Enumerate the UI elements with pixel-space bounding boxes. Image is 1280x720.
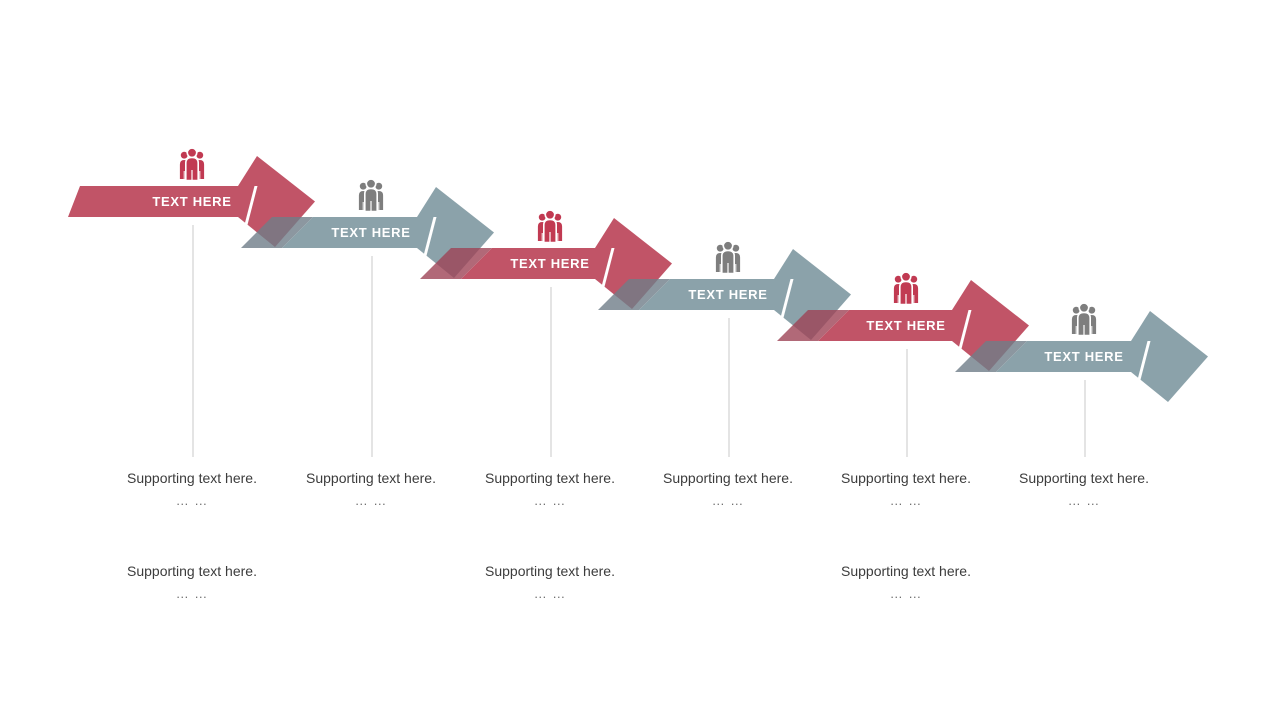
arrow-tail-overlap — [420, 248, 492, 279]
supporting-dots: … … — [533, 586, 567, 601]
arrow-head — [952, 280, 1029, 371]
arrow-head — [1131, 311, 1208, 402]
supporting-dots: … … — [711, 493, 745, 508]
people-group-icon — [537, 209, 563, 244]
arrow-seam — [417, 217, 437, 279]
supporting-text: Supporting text here. — [663, 470, 793, 486]
arrow-body — [996, 341, 1144, 372]
arrow-head — [238, 156, 315, 247]
supporting-text: Supporting text here. — [306, 470, 436, 486]
supporting-text-col-3: Supporting text here. … … — [440, 470, 660, 508]
supporting-text: Supporting text here. — [485, 563, 615, 579]
people-group-icon — [179, 147, 205, 182]
people-group-icon — [893, 271, 919, 306]
supporting-dots: … … — [175, 493, 209, 508]
supporting-text-col-2: Supporting text here. … … — [261, 470, 481, 508]
supporting-dots: … … — [175, 586, 209, 601]
arrow-body — [818, 310, 965, 341]
arrow-body — [68, 186, 251, 217]
arrow-head — [595, 218, 672, 309]
people-group-icon — [1071, 302, 1097, 337]
supporting-text-col-4: Supporting text here. … … — [618, 470, 838, 508]
supporting-text-col-6: Supporting text here. … … — [974, 470, 1194, 508]
arrow-tail-overlap — [955, 341, 1027, 372]
supporting-text: Supporting text here. — [841, 470, 971, 486]
supporting-text-col-1: Supporting text here. … … — [82, 470, 302, 508]
arrow-tail-overlap — [241, 217, 313, 248]
supporting-text: Supporting text here. — [841, 563, 971, 579]
supporting-dots: … … — [889, 586, 923, 601]
supporting-text-row2-col-5: Supporting text here. … … — [796, 563, 1016, 601]
arrow-body — [639, 279, 787, 310]
arrow-body — [461, 248, 608, 279]
supporting-dots: … … — [889, 493, 923, 508]
supporting-dots: … … — [1067, 493, 1101, 508]
arrow-seam — [952, 310, 972, 372]
people-group-icon — [358, 178, 384, 213]
supporting-text-row2-col-3: Supporting text here. … … — [440, 563, 660, 601]
arrow-seam — [1131, 341, 1151, 403]
arrow-seam — [595, 248, 615, 310]
arrow-seam — [774, 279, 794, 341]
arrow-head — [774, 249, 851, 340]
supporting-text-col-5: Supporting text here. … … — [796, 470, 1016, 508]
arrow-head — [417, 187, 494, 278]
arrow-tail-overlap — [777, 310, 849, 341]
arrow-seam — [238, 186, 258, 248]
supporting-dots: … … — [533, 493, 567, 508]
arrow-tail-overlap — [598, 279, 670, 310]
people-group-icon — [715, 240, 741, 275]
supporting-dots: … … — [354, 493, 388, 508]
supporting-text: Supporting text here. — [127, 470, 257, 486]
supporting-text: Supporting text here. — [485, 470, 615, 486]
arrow-body — [282, 217, 430, 248]
supporting-text-row2-col-1: Supporting text here. … … — [82, 563, 302, 601]
supporting-text: Supporting text here. — [127, 563, 257, 579]
supporting-text: Supporting text here. — [1019, 470, 1149, 486]
